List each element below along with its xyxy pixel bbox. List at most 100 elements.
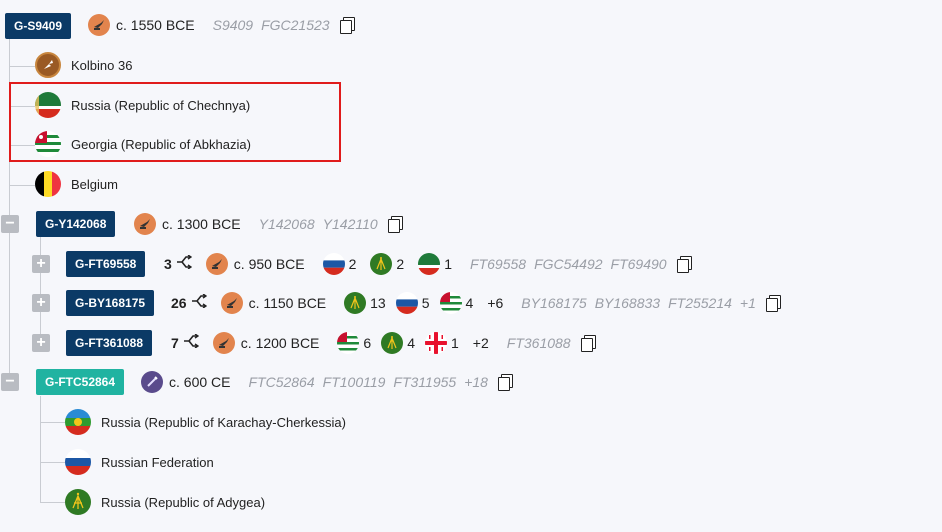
snp-name[interactable]: Y142068 <box>258 216 315 232</box>
snp-name[interactable]: FT255214 <box>668 295 732 311</box>
copy-icon[interactable] <box>580 335 596 352</box>
branch-count: 3 <box>164 256 172 272</box>
branch-icon <box>191 292 207 313</box>
node-info: 7 c. 1200 BCE 6 4 1 +2 FT361088 <box>171 330 596 356</box>
collapse-button[interactable]: − <box>1 215 19 233</box>
haplogroup-tag-g-by168175[interactable]: G-BY168175 <box>66 290 155 316</box>
russia-flag-icon <box>65 449 91 475</box>
country-count: 2 <box>348 256 357 272</box>
haplogroup-tag-g-y142068[interactable]: G-Y142068 <box>36 211 116 237</box>
branch-icon <box>176 253 193 274</box>
belgium-flag-icon <box>35 171 61 197</box>
bronze-age-icon <box>220 292 243 314</box>
branch-count: 26 <box>171 295 187 311</box>
snp-name[interactable]: BY168833 <box>594 295 661 311</box>
tree-branch <box>9 106 35 107</box>
adygea-flag-icon <box>370 253 393 275</box>
snp-name[interactable]: FTC52864 <box>248 374 315 390</box>
karachay-cherkessia-flag-icon <box>65 409 91 435</box>
country-label: Russia (Republic of Adygea) <box>101 494 266 510</box>
bronze-age-icon <box>205 253 228 275</box>
chechnya-flag-icon <box>418 253 441 275</box>
haplogroup-tag-g-ft69558[interactable]: G-FT69558 <box>66 251 146 277</box>
tree-branch <box>40 502 65 503</box>
country-count: 13 <box>370 295 386 311</box>
abkhazia-flag-icon <box>35 131 61 157</box>
copy-icon[interactable] <box>765 295 781 312</box>
expand-button[interactable]: + <box>32 255 50 273</box>
node-date: c. 950 BCE <box>233 256 305 272</box>
country-item-adygea[interactable]: Russia (Republic of Adygea) <box>65 489 265 515</box>
snp-name[interactable]: Y142110 <box>322 216 378 232</box>
expand-button[interactable]: + <box>32 294 50 312</box>
country-item-karachay-cherkessia[interactable]: Russia (Republic of Karachay-Cherkessia) <box>65 409 346 435</box>
chechnya-flag-icon <box>35 92 61 118</box>
country-count: 2 <box>396 256 405 272</box>
copy-icon[interactable] <box>676 256 692 273</box>
node-date: c. 1150 BCE <box>248 295 327 311</box>
node-date: c. 1550 BCE <box>116 17 195 33</box>
tree-branch <box>9 66 35 67</box>
country-label: Russia (Republic of Chechnya) <box>71 97 251 113</box>
country-count: 4 <box>465 295 474 311</box>
country-item-russian-federation[interactable]: Russian Federation <box>65 449 214 475</box>
tree-branch <box>9 185 35 186</box>
expand-button[interactable]: + <box>32 334 50 352</box>
tree-line-y142068 <box>40 237 41 344</box>
sample-item-kolbino[interactable]: Kolbino 36 <box>35 52 132 78</box>
tree-branch <box>40 422 65 423</box>
country-count: 1 <box>444 256 453 272</box>
country-label: Georgia (Republic of Abkhazia) <box>71 136 251 152</box>
abkhazia-flag-icon <box>439 292 462 314</box>
country-label: Russian Federation <box>101 454 214 470</box>
copy-icon[interactable] <box>339 17 355 34</box>
abkhazia-flag-icon <box>337 332 360 354</box>
more-countries[interactable]: +2 <box>472 335 489 351</box>
collapse-button[interactable]: − <box>1 373 19 391</box>
copy-icon[interactable] <box>497 374 513 391</box>
branch-count: 7 <box>171 335 179 351</box>
node-info: c. 1300 BCE Y142068 Y142110 <box>134 211 403 237</box>
node-info: c. 600 CE FTC52864 FT100119 FT311955 +18 <box>141 369 513 395</box>
copy-icon[interactable] <box>387 216 403 233</box>
country-count: 1 <box>451 335 459 351</box>
tree-branch <box>40 462 65 463</box>
country-label: Russia (Republic of Karachay-Cherkessia) <box>101 414 346 430</box>
snp-name[interactable]: FGC21523 <box>261 17 330 33</box>
snp-name[interactable]: FT100119 <box>322 374 386 390</box>
selection-highlight <box>9 82 341 162</box>
haplogroup-tag-g-ft361088[interactable]: G-FT361088 <box>66 330 153 356</box>
node-info: 3 c. 950 BCE 2 2 1 FT69558 FGC54492 FT69… <box>164 251 692 277</box>
country-count: 5 <box>421 295 430 311</box>
country-item-belgium[interactable]: Belgium <box>35 171 118 197</box>
more-countries[interactable]: +6 <box>487 295 504 311</box>
sample-label: Kolbino 36 <box>71 57 133 73</box>
branch-icon <box>183 332 200 353</box>
snp-name[interactable]: S9409 <box>212 17 254 33</box>
snp-name[interactable]: FGC54492 <box>534 256 603 272</box>
snp-more[interactable]: +18 <box>464 374 488 390</box>
snp-name[interactable]: BY168175 <box>521 295 587 311</box>
snp-name[interactable]: FT69490 <box>610 256 667 272</box>
country-count: 4 <box>407 335 415 351</box>
russia-flag-icon <box>395 292 418 314</box>
country-label: Belgium <box>71 176 118 192</box>
snp-name[interactable]: FT69558 <box>470 256 527 272</box>
node-date: c. 1300 BCE <box>162 216 241 232</box>
tree-branch <box>9 145 35 146</box>
georgia-flag-icon <box>425 332 447 354</box>
snp-more[interactable]: +1 <box>739 295 756 311</box>
bronze-age-icon <box>134 213 156 235</box>
adygea-flag-icon <box>381 332 404 354</box>
russia-flag-icon <box>322 253 345 275</box>
haplogroup-tag-g-s9409[interactable]: G-S9409 <box>5 13 72 39</box>
bronze-age-icon <box>212 332 235 354</box>
country-item-chechnya[interactable]: Russia (Republic of Chechnya) <box>35 92 250 118</box>
adygea-flag-icon <box>344 292 367 314</box>
haplogroup-tag-g-ftc52864[interactable]: G-FTC52864 <box>36 369 125 395</box>
snp-name[interactable]: FT361088 <box>506 335 571 351</box>
iron-age-icon <box>141 371 163 393</box>
tree-line-ftc52864 <box>40 396 41 503</box>
country-item-abkhazia[interactable]: Georgia (Republic of Abkhazia) <box>35 131 251 157</box>
snp-name[interactable]: FT311955 <box>393 374 457 390</box>
